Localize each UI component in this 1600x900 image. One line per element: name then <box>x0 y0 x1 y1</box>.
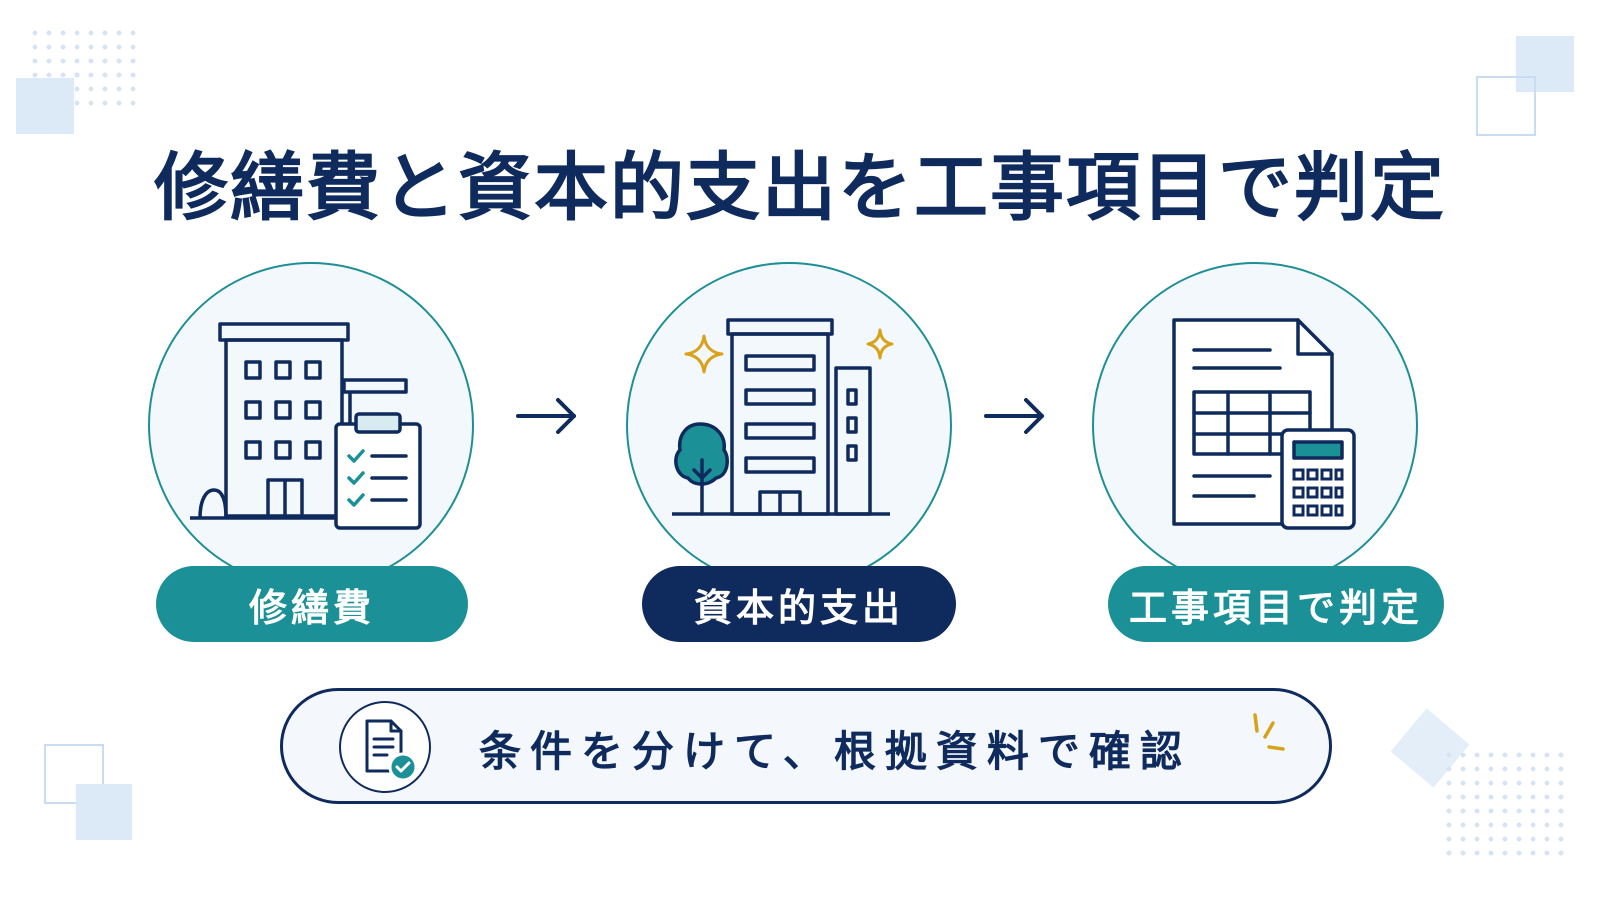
square-decoration-bottom-left <box>76 784 132 840</box>
sparkle-lines-icon <box>1253 713 1285 751</box>
square-outline-top-right <box>1476 76 1536 136</box>
step-label-text: 資本的支出 <box>693 585 904 630</box>
step-label-judge-by-item: 工事項目で判定 <box>1108 566 1444 642</box>
step-label-capital-expenditure: 資本的支出 <box>642 566 956 642</box>
step-2-icon-circle <box>626 262 952 588</box>
dot-pattern-bottom-right <box>1442 748 1572 858</box>
sparkle-icon <box>866 328 894 360</box>
banner-icon-circle <box>339 701 431 793</box>
square-decoration-top-right <box>1516 36 1574 92</box>
sparkle-icon <box>684 334 724 374</box>
square-decoration-top-left <box>16 78 74 134</box>
document-check-icon <box>365 719 418 782</box>
spreadsheet-with-calculator-icon <box>1172 318 1356 530</box>
square-outline-bottom-left <box>44 744 104 804</box>
building-with-checklist-icon <box>190 322 422 530</box>
right-arrow-icon <box>516 398 576 434</box>
right-arrow-icon <box>984 398 1044 434</box>
step-label-repair-cost: 修繕費 <box>156 566 468 642</box>
conclusion-banner: 条件を分けて、根拠資料で確認 <box>280 688 1332 804</box>
banner-text: 条件を分けて、根拠資料で確認 <box>479 727 1191 776</box>
step-3-icon-circle <box>1092 262 1418 588</box>
page-title: 修繕費と資本的支出を工事項目で判定 <box>154 145 1446 231</box>
new-building-with-tree-icon <box>672 318 894 516</box>
step-label-text: 工事項目で判定 <box>1128 585 1423 630</box>
step-1-icon-circle <box>148 262 474 588</box>
step-label-text: 修繕費 <box>248 585 375 630</box>
